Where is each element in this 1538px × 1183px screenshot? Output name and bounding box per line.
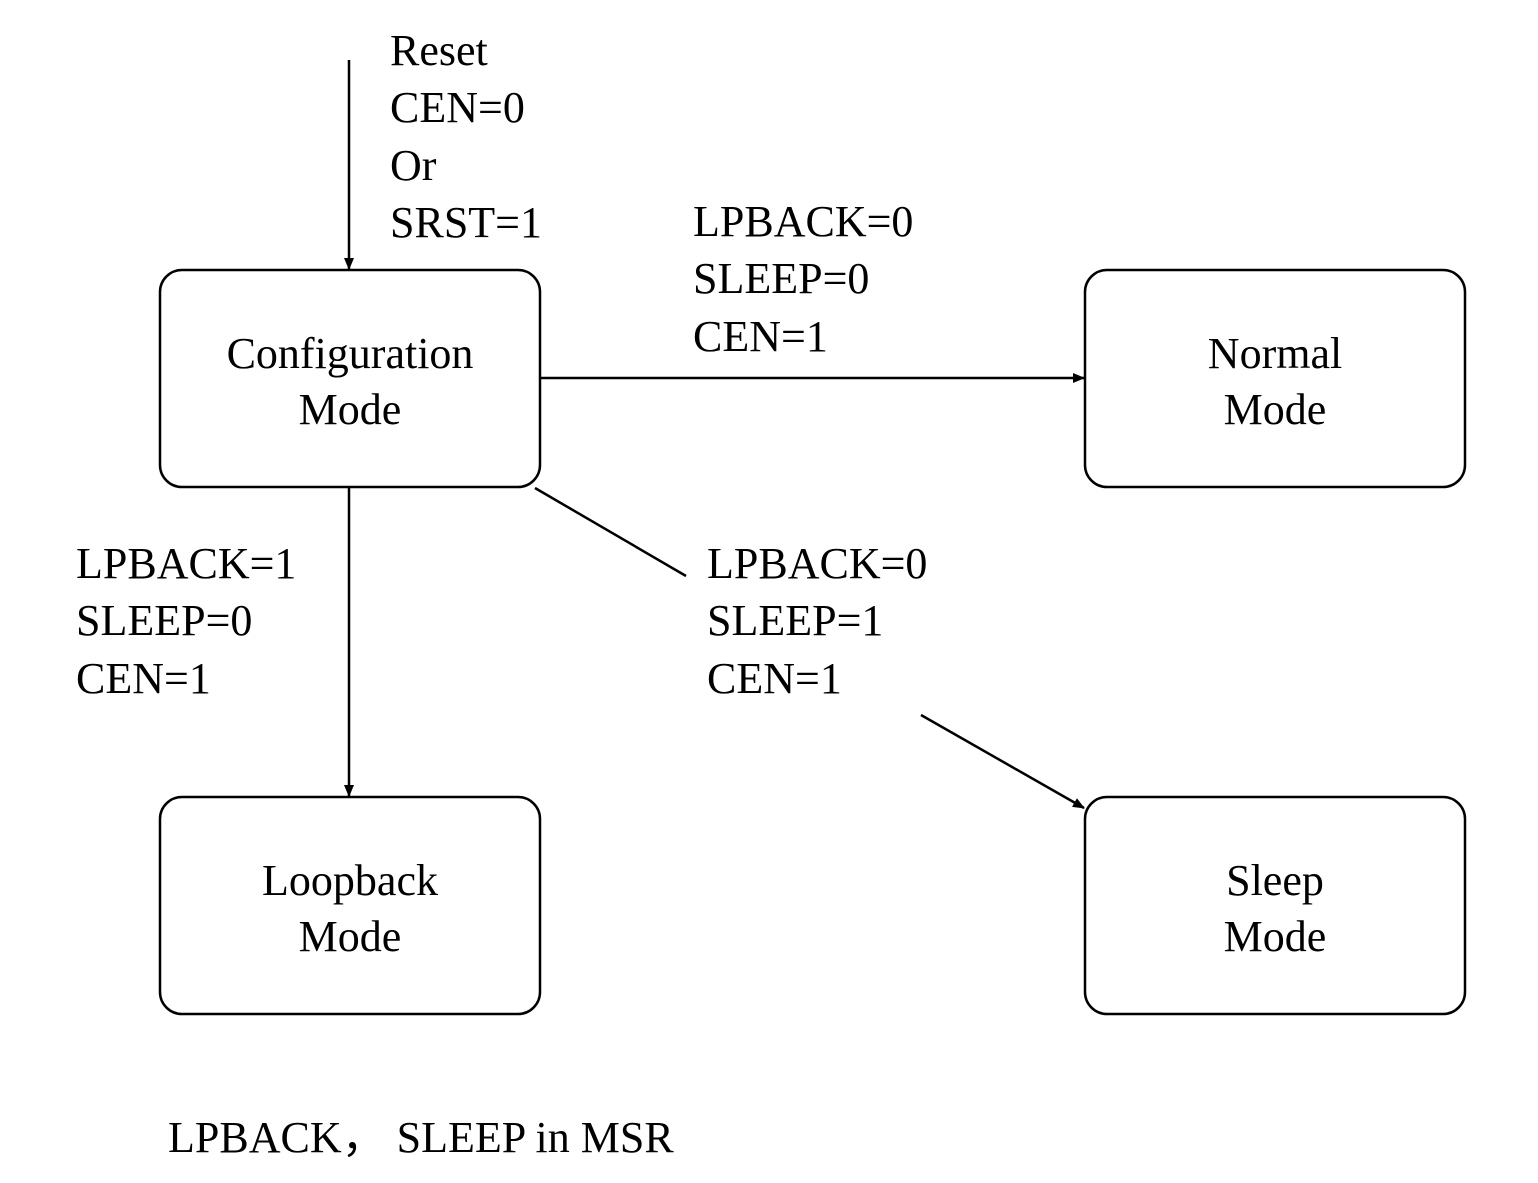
arrow-to-sleep-start [534, 486, 687, 578]
state-normal: Normal Mode [1083, 268, 1467, 489]
state-label: Mode [299, 912, 402, 961]
state-label: Mode [299, 385, 402, 434]
condition-line: LPBACK=0 [693, 197, 913, 246]
reset-label-line: CEN=0 [390, 83, 525, 132]
state-label: Mode [1224, 912, 1327, 961]
state-label: Mode [1224, 385, 1327, 434]
label-to-sleep: LPBACK=0 SLEEP=1 CEN=1 [707, 539, 927, 703]
footnote: LPBACK， SLEEP in MSR [168, 1113, 674, 1162]
state-loopback: Loopback Mode [158, 795, 542, 1016]
condition-line: SLEEP=0 [693, 254, 869, 303]
condition-line: CEN=1 [693, 312, 828, 361]
state-configuration: Configuration Mode [158, 268, 542, 489]
state-label: Configuration [227, 329, 474, 378]
state-label: Sleep [1226, 856, 1324, 905]
condition-line: SLEEP=1 [707, 596, 883, 645]
label-to-loopback: LPBACK=1 SLEEP=0 CEN=1 [76, 539, 296, 703]
condition-line: SLEEP=0 [76, 596, 252, 645]
condition-line: LPBACK=0 [707, 539, 927, 588]
condition-line: CEN=1 [707, 654, 842, 703]
reset-label-line: SRST=1 [390, 198, 542, 247]
condition-line: LPBACK=1 [76, 539, 296, 588]
reset-label-line: Reset [390, 26, 488, 75]
state-label: Loopback [262, 856, 438, 905]
state-label: Normal [1208, 329, 1342, 378]
arrow-to-sleep [920, 713, 1085, 810]
reset-label: Reset CEN=0 Or SRST=1 [390, 26, 542, 247]
label-to-normal: LPBACK=0 SLEEP=0 CEN=1 [693, 197, 913, 361]
reset-label-line: Or [390, 141, 437, 190]
state-sleep: Sleep Mode [1083, 795, 1467, 1016]
condition-line: CEN=1 [76, 654, 211, 703]
